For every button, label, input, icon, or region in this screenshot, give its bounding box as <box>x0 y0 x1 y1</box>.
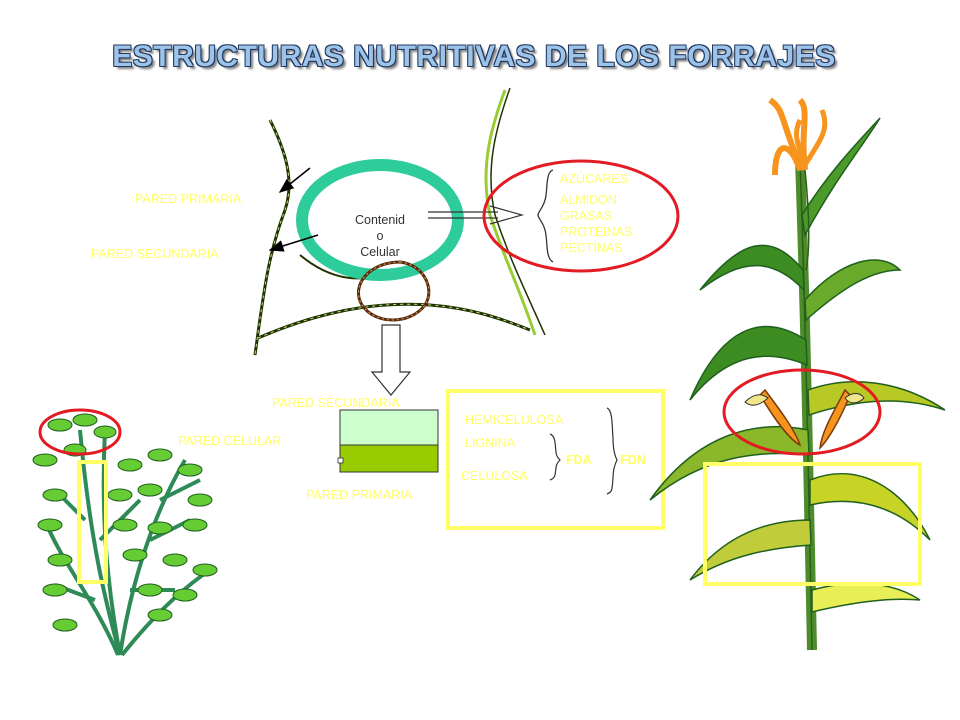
cell-wall-lines <box>253 87 546 356</box>
label-celulosa: CELULOSA <box>461 469 528 483</box>
down-arrow <box>370 324 412 396</box>
contents-brace <box>537 169 554 263</box>
wall-layers <box>337 409 439 473</box>
label-hemicelulosa: HEMICELULOSA <box>465 413 563 427</box>
label-wall-primaria: PARED PRIMARIA <box>306 488 413 502</box>
slide-title: ESTRUCTURAS NUTRITIVAS DE LOS FORRAJES <box>112 40 836 73</box>
contenido-line-2: o <box>376 229 384 243</box>
content-item: PECTINAS <box>560 241 623 255</box>
label-wall-secundaria: PARED SECUNDARIA <box>272 396 400 410</box>
alfalfa-tip-highlight <box>38 408 122 456</box>
content-item: AZÚCARES <box>560 172 629 186</box>
content-double-arrow <box>428 205 525 225</box>
fdn-brace <box>606 407 618 495</box>
content-item: PROTEINAS <box>560 225 633 239</box>
label-pared-secundaria: PARED SECUNDARIA <box>91 247 219 261</box>
contents-highlight-circle <box>482 159 680 273</box>
label-lignina: LIGNINA <box>465 436 516 450</box>
corn-plant <box>649 97 946 651</box>
corn-ear-highlight <box>722 368 882 456</box>
fiber-box <box>446 389 665 530</box>
contenido-line-3: Celular <box>360 245 400 259</box>
contenido-line-1: Contenid <box>354 213 406 227</box>
cell-ring <box>296 159 464 281</box>
label-contenido-celular: Contenid o Celular <box>345 212 415 260</box>
corn-ears <box>744 388 865 451</box>
label-pared-primaria: PARED PRIMARIA <box>135 192 242 206</box>
content-item: GRASAS <box>560 209 613 223</box>
label-pared-celular: PARED CELULAR <box>178 434 282 448</box>
corn-stem-highlight <box>703 462 922 586</box>
content-item: ALMIDON <box>560 193 617 207</box>
fda-brace <box>549 433 561 481</box>
label-fdn: FDN <box>620 453 646 467</box>
pointer-arrows <box>268 167 319 252</box>
label-fda: FDA <box>566 453 592 467</box>
magnify-loop <box>356 260 431 322</box>
alfalfa-stem-highlight <box>77 460 108 584</box>
